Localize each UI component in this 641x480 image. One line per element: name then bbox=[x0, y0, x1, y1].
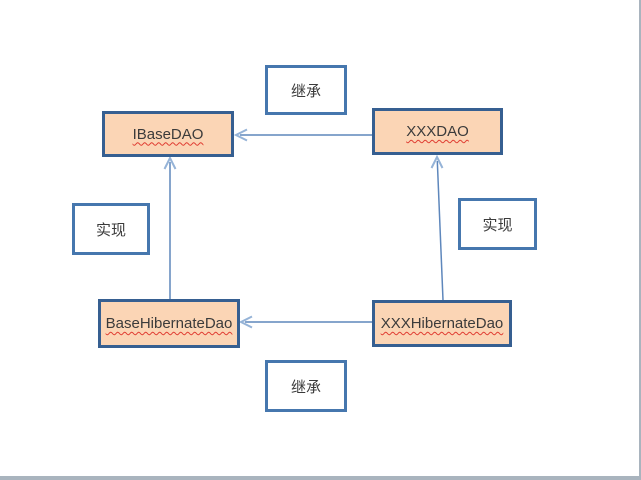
arrow-xxxdao-to-ibasedao bbox=[233, 128, 372, 142]
edge-label-inherit-top: 继承 bbox=[265, 65, 347, 115]
arrow-basehibernatedao-to-ibasedao bbox=[163, 155, 177, 299]
node-basehibernatedao: BaseHibernateDao bbox=[98, 299, 240, 348]
node-label: IBaseDAO bbox=[132, 125, 204, 143]
edge-label-text: 继承 bbox=[290, 82, 321, 100]
edge-label-implement-left: 实现 bbox=[72, 203, 150, 255]
arrow-xxxhibernatedao-to-xxxdao bbox=[430, 154, 444, 301]
node-label: XXXHibernateDao bbox=[380, 315, 504, 332]
edge-label-text: 继承 bbox=[290, 378, 321, 396]
edge-label-implement-right: 实现 bbox=[458, 198, 537, 250]
node-label: BaseHibernateDao bbox=[105, 315, 233, 332]
node-label: XXXDAO bbox=[406, 123, 469, 140]
edge-label-text: 实现 bbox=[95, 221, 126, 239]
edge-label-text: 实现 bbox=[482, 216, 513, 234]
node-ibasedao: IBaseDAO bbox=[102, 111, 234, 157]
node-xxxdao: XXXDAO bbox=[372, 108, 503, 155]
node-xxxhibernatedao: XXXHibernateDao bbox=[372, 300, 512, 347]
edge-label-inherit-bottom: 继承 bbox=[265, 360, 347, 412]
arrow-xxxhibernatedao-to-basehibernatedao bbox=[238, 315, 372, 329]
